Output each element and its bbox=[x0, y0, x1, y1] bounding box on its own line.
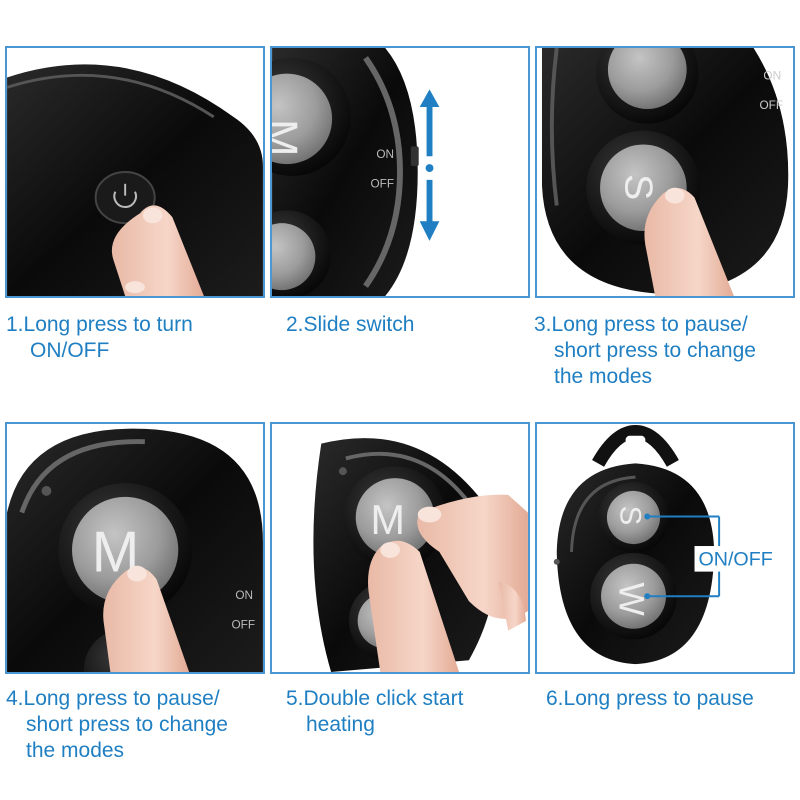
caption-line: short press to change bbox=[554, 339, 756, 362]
on-label-3: ON bbox=[763, 68, 781, 82]
caption-line: 4.Long press to pause/ bbox=[6, 687, 220, 710]
caption-line: 2.Slide switch bbox=[286, 313, 415, 336]
caption-line: ON/OFF bbox=[30, 339, 110, 362]
power-icon[interactable] bbox=[94, 171, 156, 225]
step-3-caption: 3.Long press to pause/ short press to ch… bbox=[534, 312, 756, 390]
off-label-3: OFF bbox=[759, 98, 783, 112]
button-m[interactable] bbox=[355, 478, 435, 557]
caption-line: heating bbox=[306, 713, 375, 736]
switch-on-label: ON bbox=[376, 147, 394, 161]
off-label-4: OFF bbox=[231, 618, 255, 632]
step-1-photo bbox=[5, 46, 265, 298]
button-m-label: M bbox=[272, 119, 307, 157]
button-s[interactable] bbox=[606, 490, 661, 545]
caption-line: the modes bbox=[26, 739, 125, 762]
step-2-caption: 2.Slide switch bbox=[286, 312, 414, 338]
button-m-label: M bbox=[370, 497, 404, 543]
step-2-photo: M ON OFF bbox=[270, 46, 530, 298]
caption-line: 1.Long press to turn bbox=[6, 313, 193, 336]
caption-line: 6.Long press to pause bbox=[546, 687, 754, 710]
slide-switch[interactable] bbox=[410, 146, 419, 167]
step-3-photo: ON OFF S bbox=[535, 46, 795, 298]
hand-pointer-icon bbox=[103, 565, 190, 672]
button-w[interactable] bbox=[601, 563, 666, 629]
slide-arrow-icon bbox=[419, 89, 440, 241]
hand-pointer-icon bbox=[368, 494, 528, 672]
caption-line: short press to change bbox=[26, 713, 228, 736]
caption-line: 3.Long press to pause/ bbox=[534, 313, 748, 336]
step-1-caption: 1.Long press to turn ON/OFF bbox=[6, 312, 193, 364]
button-w-label: W bbox=[612, 582, 652, 616]
hand-pointer-icon bbox=[111, 205, 204, 296]
button-s-label: S bbox=[617, 174, 661, 200]
caption-line: 5.Double click start bbox=[286, 687, 464, 710]
on-off-label: ON/OFF bbox=[698, 549, 772, 571]
button-s-label: S bbox=[614, 506, 647, 526]
step-5-photo: M OFF bbox=[270, 422, 530, 674]
hand-pointer-icon bbox=[644, 187, 734, 296]
switch-off-label: OFF bbox=[370, 177, 394, 191]
step-4-photo: M ON OFF bbox=[5, 422, 265, 674]
step-4-caption: 4.Long press to pause/ short press to ch… bbox=[6, 686, 228, 764]
on-label-4: ON bbox=[235, 588, 253, 602]
step-6-photo: S W ON/OFF bbox=[535, 422, 795, 674]
step-6-caption: 6.Long press to pause bbox=[546, 686, 754, 712]
caption-line: the modes bbox=[554, 365, 653, 388]
step-5-caption: 5.Double click start heating bbox=[286, 686, 463, 738]
